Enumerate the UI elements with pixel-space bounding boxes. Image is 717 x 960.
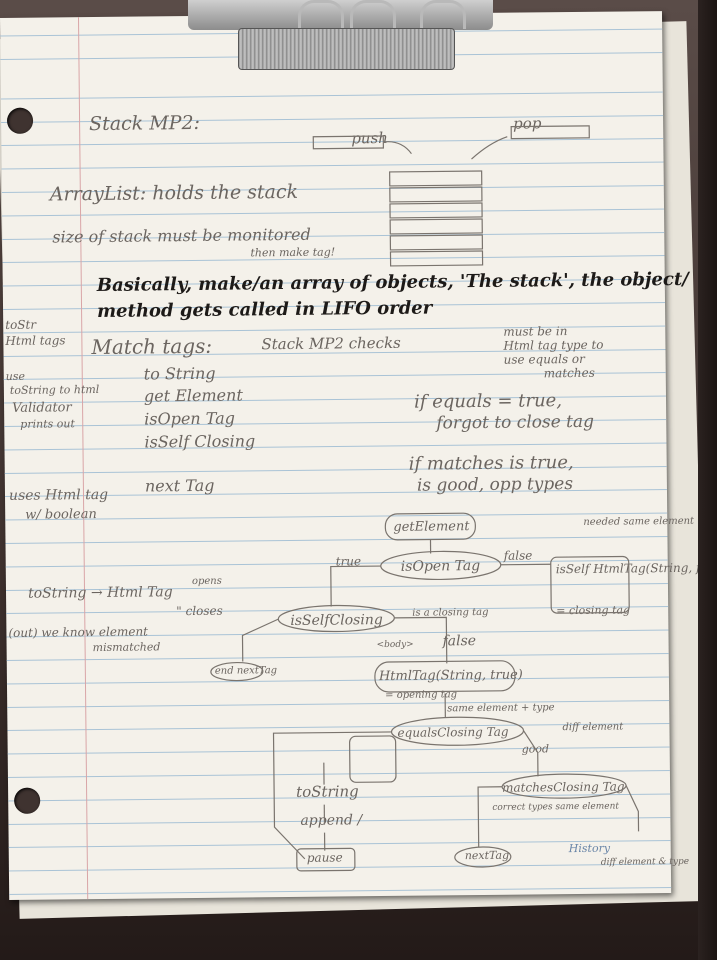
notebook-page: Stack MP2: push pop ArrayList: holds the… xyxy=(0,11,717,900)
clip-wire xyxy=(420,0,466,29)
is-self-node xyxy=(550,555,630,614)
push-arrow xyxy=(383,141,412,155)
pause-node xyxy=(296,847,356,872)
stack-slot xyxy=(389,234,484,251)
flow-arrow xyxy=(477,786,503,848)
stack-slot xyxy=(389,202,483,219)
stack-slot xyxy=(389,170,483,187)
stack-slot xyxy=(389,250,484,267)
end-node xyxy=(210,661,264,682)
pop-arrow xyxy=(471,136,508,160)
equals-closing-node xyxy=(390,716,525,746)
pencil-sketches xyxy=(210,125,640,872)
pop-box xyxy=(510,125,590,140)
flow-arrow xyxy=(394,616,448,664)
is-self-closing-node xyxy=(277,604,395,633)
flow-arrow xyxy=(522,730,539,777)
bad-node xyxy=(349,735,397,783)
flow-arrow xyxy=(272,731,392,860)
stack-slot xyxy=(389,186,483,203)
htmltag-node xyxy=(374,660,516,693)
push-box xyxy=(312,135,384,150)
clip-wire xyxy=(298,0,344,29)
flow-arrow xyxy=(500,563,551,566)
adjacent-page xyxy=(698,0,717,960)
flow-arrow xyxy=(625,785,640,832)
stack-slot xyxy=(389,218,483,235)
clip-wire xyxy=(350,0,396,29)
is-open-tag-node xyxy=(380,550,502,581)
flow-arrow xyxy=(241,618,279,662)
matches-closing-node xyxy=(501,773,627,799)
next-tag-node xyxy=(454,846,512,868)
flow-arrow xyxy=(330,565,381,607)
get-element-node xyxy=(384,512,476,541)
clipboard-clip xyxy=(238,28,455,70)
